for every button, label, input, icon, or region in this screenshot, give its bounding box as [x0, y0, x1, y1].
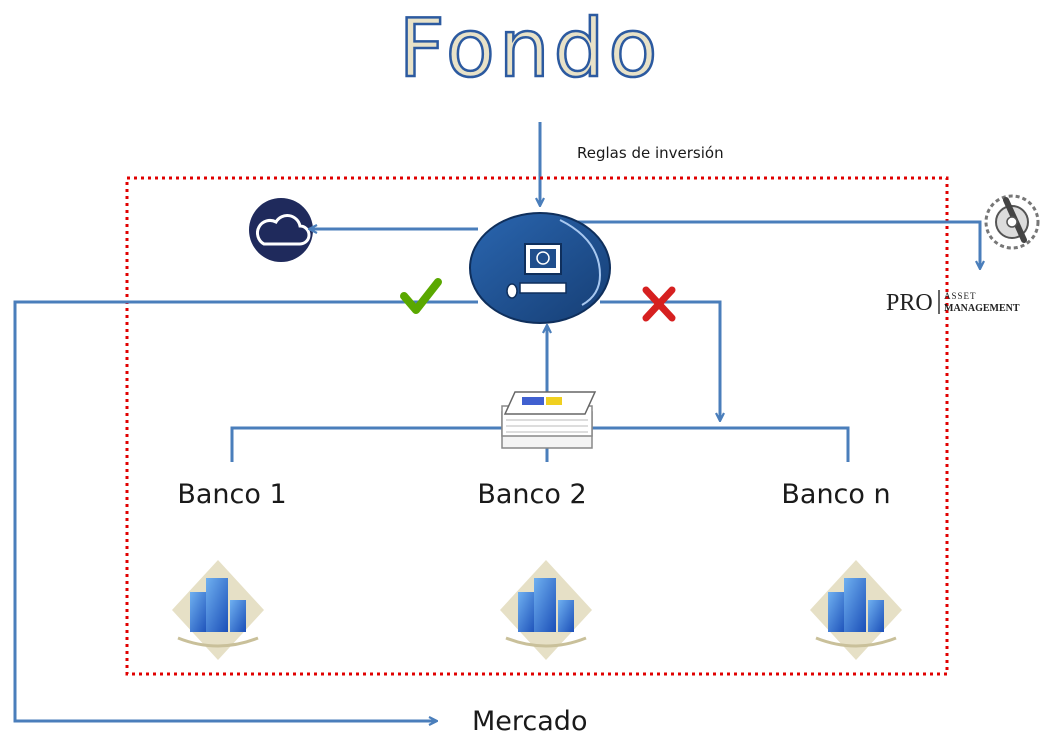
logo-line1: ASSET — [944, 291, 977, 301]
cloud-icon — [249, 198, 313, 262]
pro-asset-management-logo: PRO ASSET MANAGEMENT — [886, 290, 1020, 316]
documents-stack-icon — [501, 391, 597, 449]
market-label: Mercado — [472, 706, 587, 737]
bank-building-icon — [500, 560, 592, 660]
title: Fondo — [399, 2, 662, 95]
reject-x-icon — [642, 286, 676, 322]
bank-label-2: Banco 2 — [477, 479, 586, 510]
market-arrow — [13, 300, 478, 721]
approve-check-icon — [400, 278, 442, 314]
bank-label-n: Banco n — [781, 479, 890, 510]
logo-brand: PRO — [886, 290, 933, 316]
computer-icon — [469, 212, 611, 324]
logo-link-out — [548, 220, 980, 268]
bank-building-icon — [810, 560, 902, 660]
reject-path — [600, 300, 720, 420]
rules-label: Reglas de inversión — [577, 144, 724, 162]
logo-line2: MANAGEMENT — [944, 303, 1020, 314]
bank-label-1: Banco 1 — [177, 479, 286, 510]
gear-logo-icon — [984, 194, 1040, 250]
bank-building-icon — [172, 560, 264, 660]
